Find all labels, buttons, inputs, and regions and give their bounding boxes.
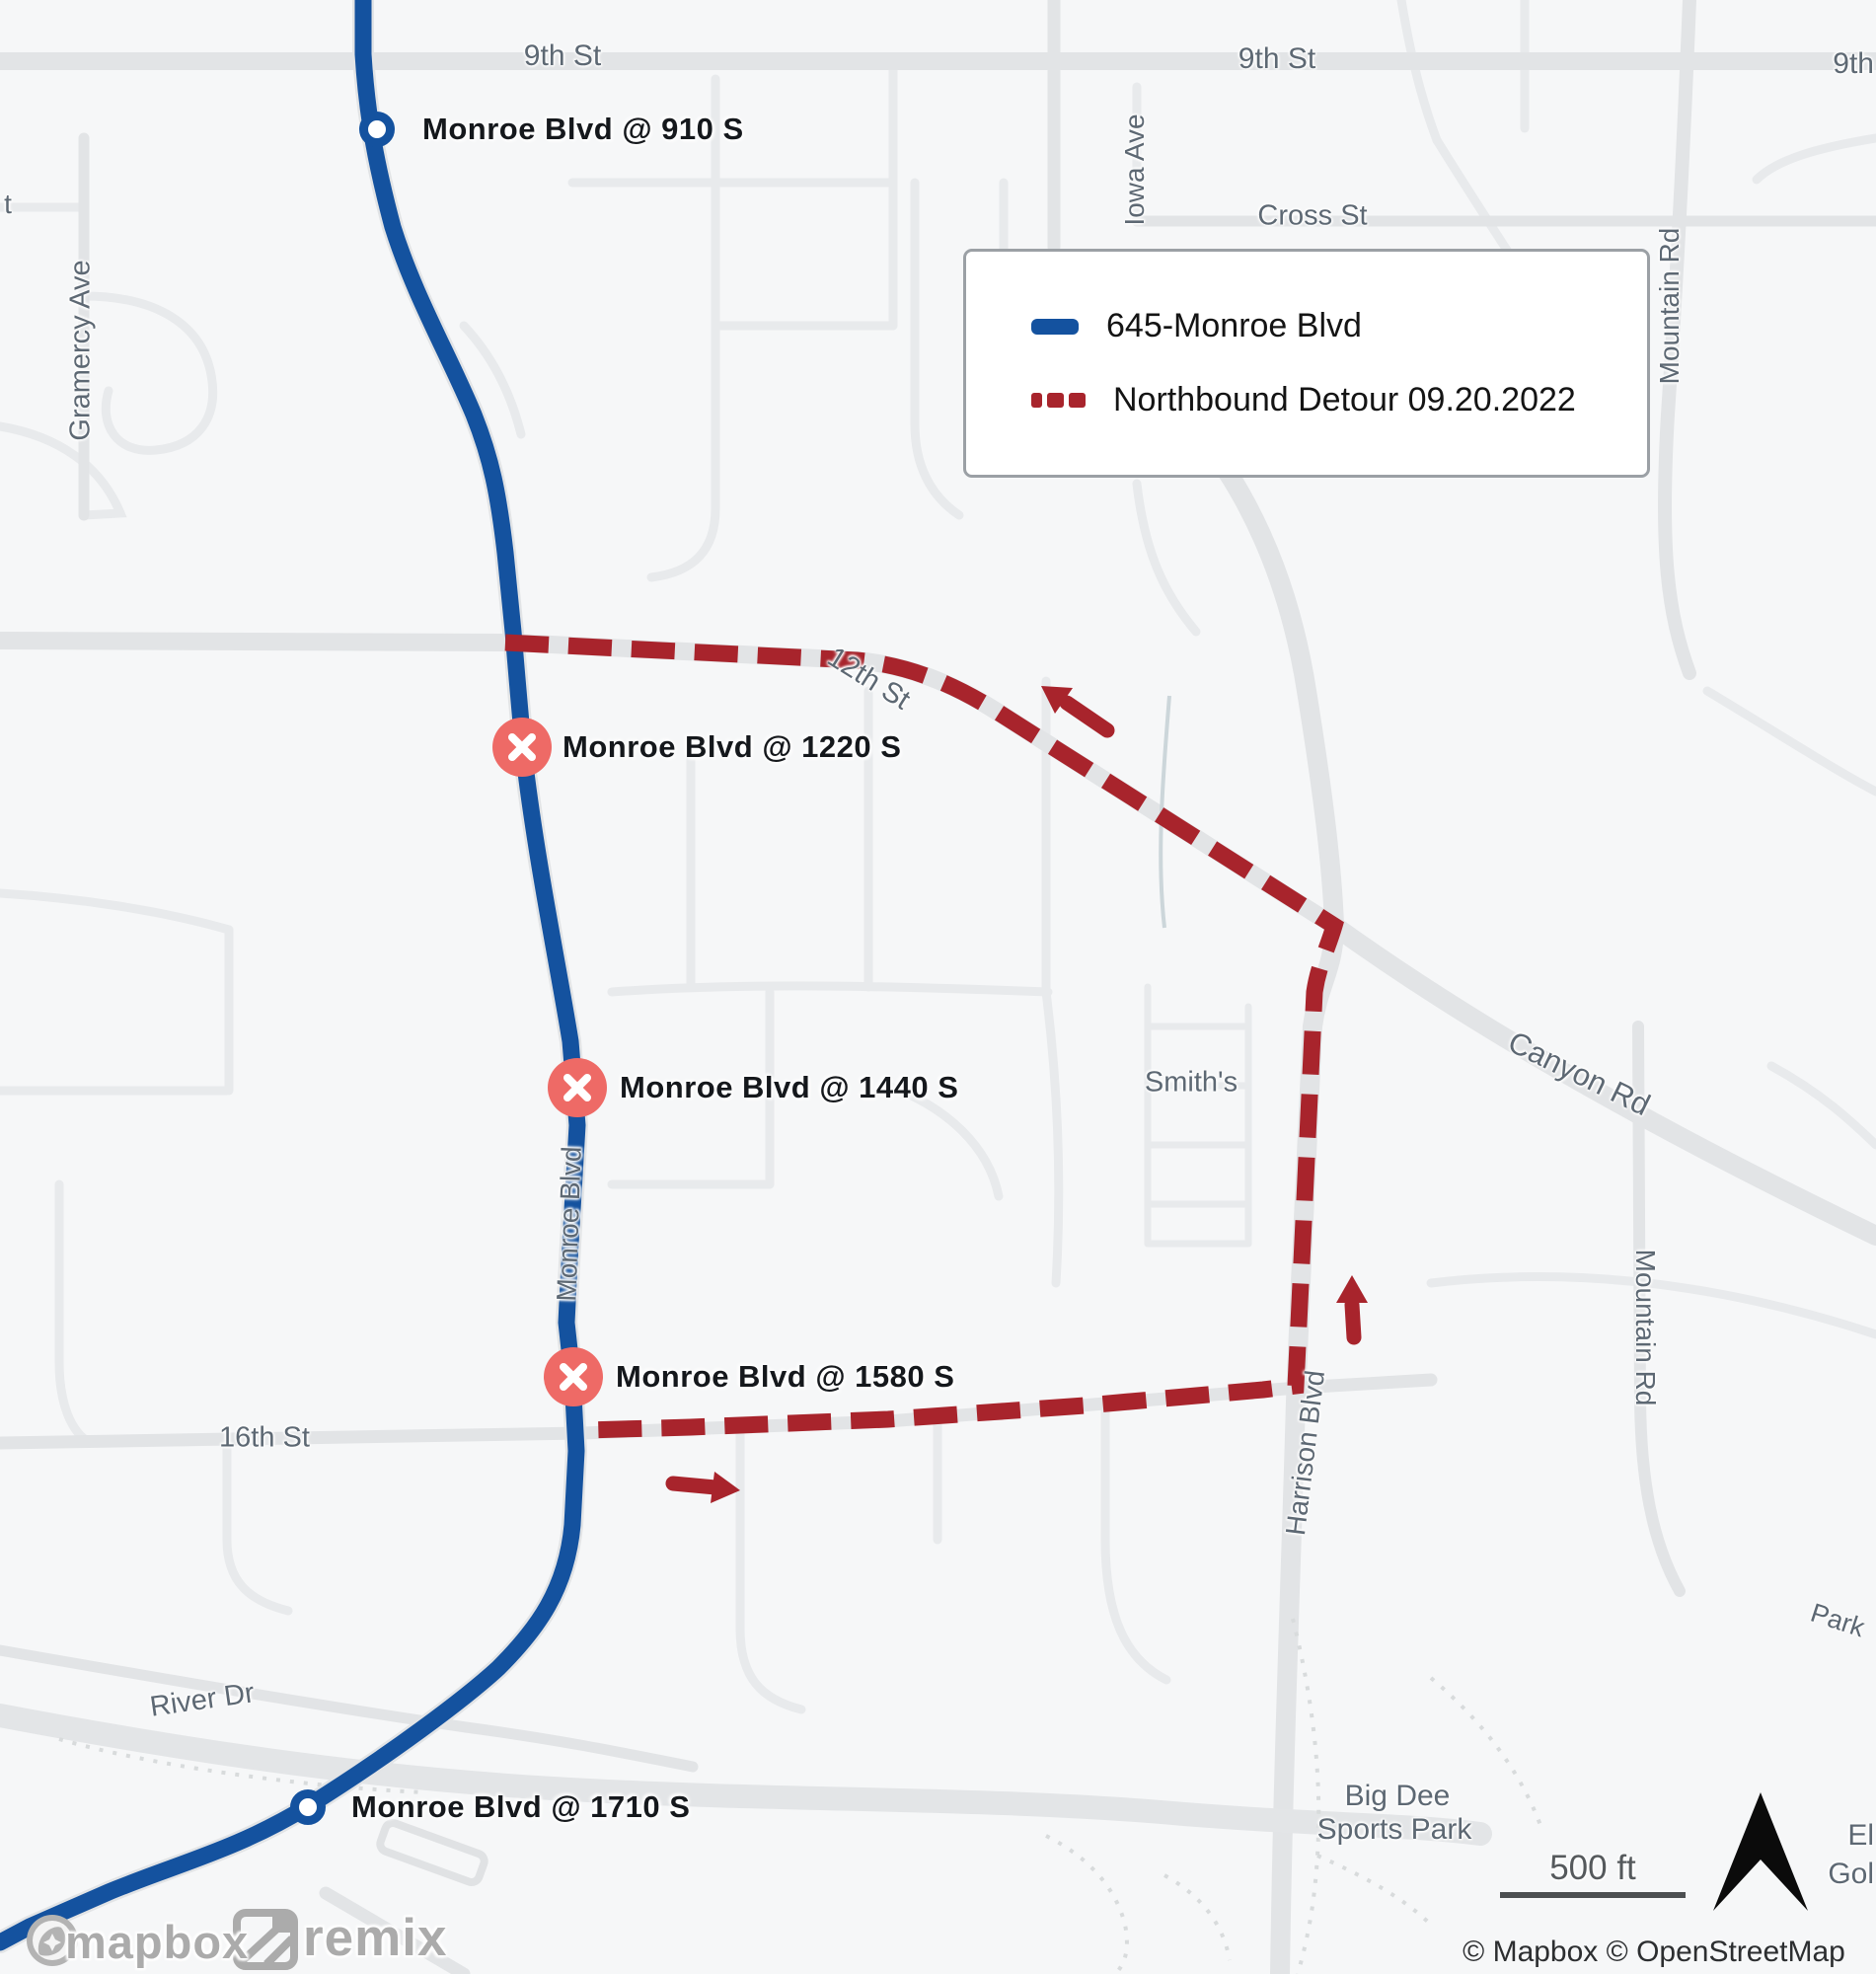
street-label-gramercy-ave: Gramercy Ave [64,260,97,441]
street-label-9th-clipped: 9th [1833,47,1874,80]
route-swatch-icon [1031,318,1079,335]
place-label-smiths: Smith's [1144,1066,1238,1099]
building-outline [376,1819,488,1886]
stop-label: Monroe Blvd @ 1440 S [620,1070,959,1104]
place-label-sports-park: Sports Park [1316,1813,1472,1846]
street-label-9th-st-east: 9th St [1238,42,1316,75]
detour-swatch-icon [1031,393,1086,408]
detour-arrow-16th-st [665,1472,740,1503]
bus-stop-open-icon [290,1789,326,1825]
north-arrow-icon [1713,1792,1808,1911]
detour-arrow-harrison [1336,1275,1368,1345]
street-label-16th-st: 16th St [219,1421,310,1454]
bus-stop-open-icon [359,112,395,147]
street-label-9th-st-west: 9th St [523,39,602,72]
legend-route-label: 645-Monroe Blvd [1106,307,1362,344]
map-attribution: © Mapbox © OpenStreetMap [1463,1936,1845,1968]
place-label-big-dee: Big Dee [1344,1780,1451,1812]
bus-stop-closed-icon [492,718,552,777]
detour-line [504,634,1344,1439]
legend-panel: 645-Monroe Blvd Northbound Detour 09.20.… [963,249,1650,478]
scale-bar [1500,1892,1686,1898]
legend-row-detour: Northbound Detour 09.20.2022 [1031,381,1647,419]
x-icon [560,1363,587,1391]
street-label-fragment-t: t [4,189,12,219]
bus-stop-closed-icon [544,1347,603,1406]
bus-stop-closed-icon [548,1058,607,1117]
bus-route-line [0,0,586,1951]
mapbox-logo-icon [27,1915,78,1966]
place-label-gol-clipped: Gol [1828,1858,1874,1890]
x-icon [508,733,536,761]
x-icon [563,1074,591,1101]
stop-label: Monroe Blvd @ 1220 S [563,729,902,764]
trail-paths [58,1618,1543,1974]
stop-label: Monroe Blvd @ 910 S [422,112,744,146]
detour-arrow-12th-st [1041,686,1115,738]
smiths-block-grid [1144,983,1252,1248]
legend-detour-label: Northbound Detour 09.20.2022 [1113,381,1576,418]
street-label-monroe-blvd: Monroe Blvd [551,1145,587,1303]
stop-label: Monroe Blvd @ 1580 S [616,1359,955,1394]
scale-bar-label: 500 ft [1549,1849,1636,1887]
legend-row-route: 645-Monroe Blvd [1031,307,1647,345]
street-label-mountain-rd-north: Mountain Rd [1654,227,1685,385]
mapbox-watermark: mapbox [65,1916,250,1968]
stop-label: Monroe Blvd @ 1710 S [351,1789,691,1824]
remix-logo-icon [233,1909,298,1970]
street-label-cross-st: Cross St [1257,199,1368,232]
street-label-mountain-rd-south: Mountain Rd [1630,1249,1661,1406]
remix-watermark: remix [303,1909,448,1967]
place-label-el-clipped: El [1847,1819,1874,1852]
street-label-iowa-ave: Iowa Ave [1119,114,1150,226]
